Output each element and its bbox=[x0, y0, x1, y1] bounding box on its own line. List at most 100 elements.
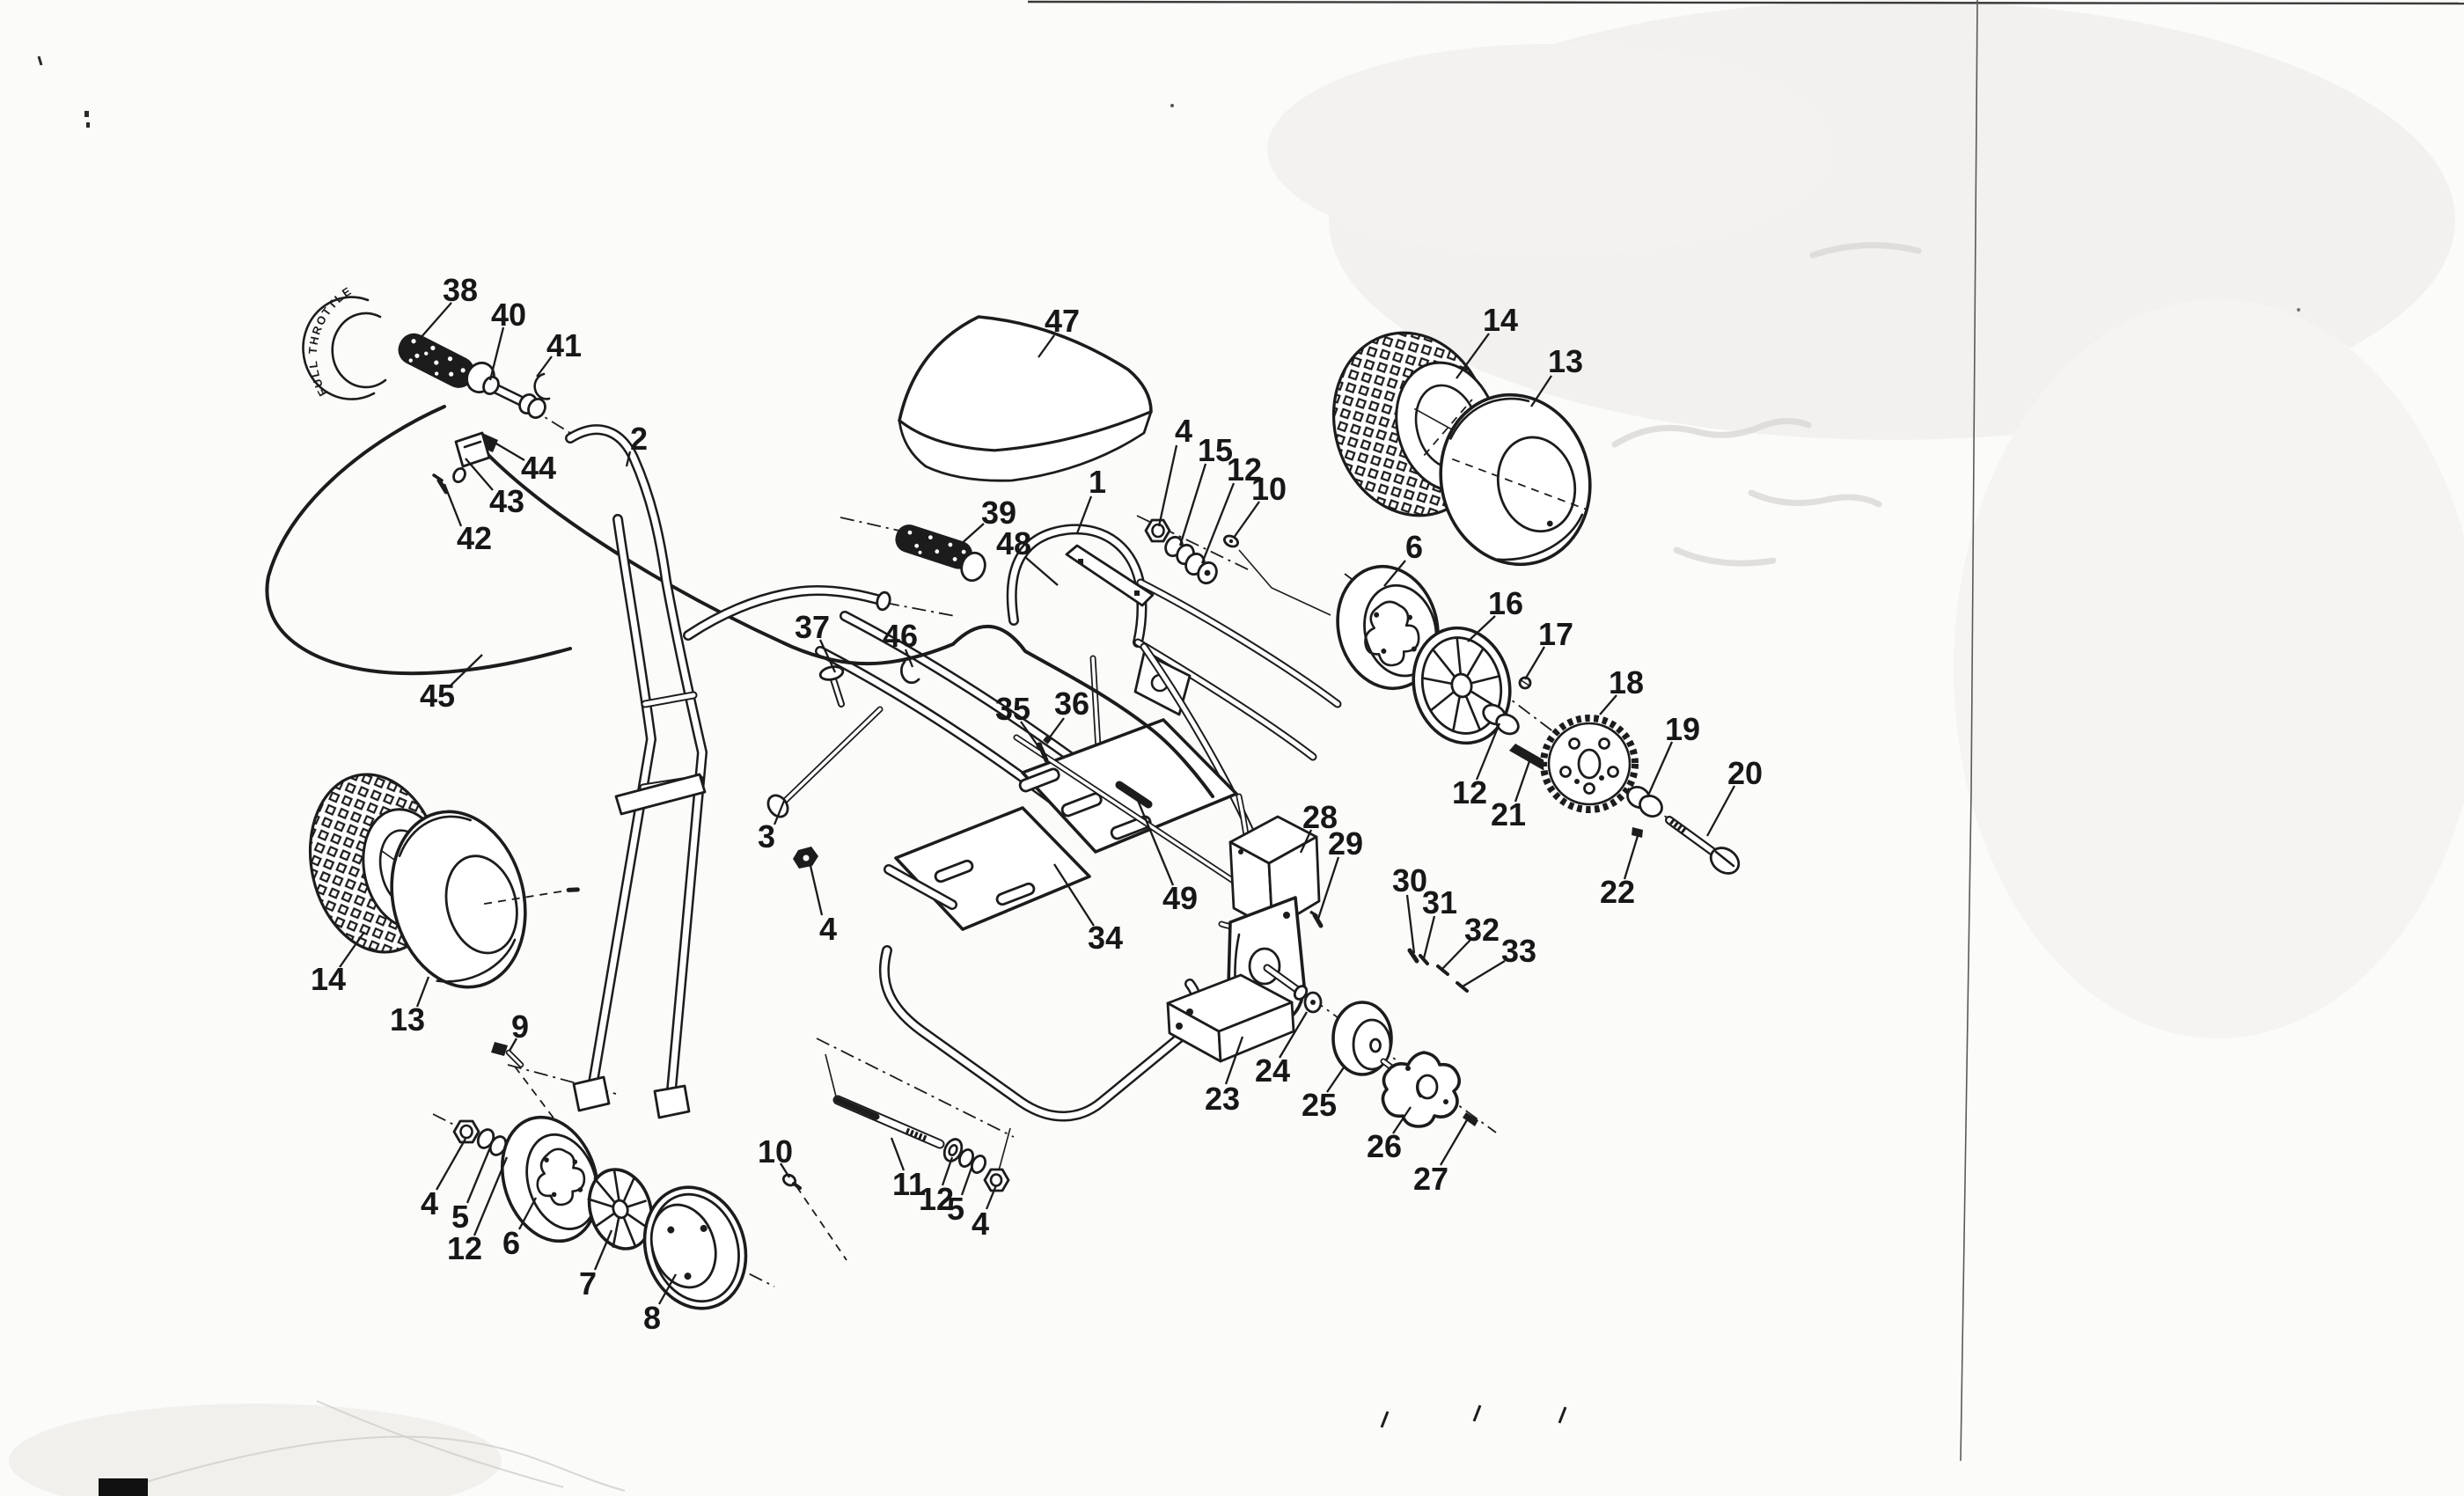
leader-line-22 bbox=[1623, 835, 1639, 880]
nut-4-front bbox=[452, 1119, 480, 1144]
leader-line-20 bbox=[1705, 785, 1736, 837]
part-label-14: 14 bbox=[311, 961, 346, 997]
part-label-4: 4 bbox=[1175, 413, 1192, 449]
leader-line-37 bbox=[818, 639, 837, 673]
scan-artifacts-background bbox=[9, 0, 2464, 1496]
leader-line-9 bbox=[509, 1038, 517, 1052]
leader-line-4 bbox=[436, 1138, 466, 1191]
part-label-10: 10 bbox=[1251, 471, 1287, 507]
part-label-2: 2 bbox=[630, 421, 648, 457]
fork-boot-left bbox=[572, 1075, 611, 1112]
part-label-4: 4 bbox=[972, 1206, 989, 1242]
leader-line-11 bbox=[890, 1137, 906, 1171]
leader-line-32 bbox=[1441, 939, 1471, 970]
leader-line-49 bbox=[1133, 791, 1175, 886]
part-label-30: 30 bbox=[1392, 862, 1427, 898]
leader-line-2 bbox=[625, 451, 632, 467]
rim-half-8 bbox=[642, 1185, 748, 1310]
leader-line-12 bbox=[1200, 482, 1236, 564]
part-label-5: 5 bbox=[451, 1199, 469, 1235]
pin-33 bbox=[1456, 981, 1469, 993]
part-label-18: 18 bbox=[1609, 664, 1644, 700]
part-number-callouts: 3840412444342454739481415121014136161718… bbox=[311, 272, 1763, 1336]
part-label-12: 12 bbox=[1452, 774, 1487, 810]
bolt-9 bbox=[491, 1042, 524, 1068]
part-label-29: 29 bbox=[1328, 825, 1363, 862]
axle-extent-line-a bbox=[825, 1053, 837, 1097]
part-label-16: 16 bbox=[1488, 585, 1523, 621]
leader-line-1 bbox=[1075, 495, 1093, 534]
scan-artifacts-foreground bbox=[37, 0, 2464, 1496]
spacer-5-axle bbox=[958, 1148, 974, 1168]
leader-line-26 bbox=[1392, 1106, 1412, 1134]
part-label-49: 49 bbox=[1162, 880, 1198, 916]
part-label-11: 11 bbox=[892, 1166, 926, 1202]
leader-line-46 bbox=[904, 649, 914, 668]
sprocket-18 bbox=[1540, 715, 1639, 813]
leader-line-8 bbox=[657, 1273, 678, 1305]
rear-wheel-art bbox=[1331, 331, 1741, 875]
part-label-24: 24 bbox=[1255, 1052, 1290, 1089]
part-label-31: 31 bbox=[1422, 884, 1457, 920]
leader-line-28 bbox=[1299, 829, 1313, 854]
leader-line-16 bbox=[1467, 615, 1496, 642]
scan-top-edge-line bbox=[1027, 0, 2464, 5]
part-label-13: 13 bbox=[390, 1001, 425, 1038]
nut-4-axle bbox=[983, 1168, 1010, 1192]
valve-dash-line bbox=[796, 1185, 847, 1261]
leader-line-13 bbox=[1530, 375, 1552, 407]
tube-cap-part3 bbox=[766, 794, 789, 818]
leader-line-45 bbox=[450, 654, 483, 686]
clutch-26 bbox=[1380, 1051, 1462, 1128]
leader-line-18 bbox=[1599, 694, 1617, 715]
leader-line-14 bbox=[1456, 333, 1490, 379]
cable-art bbox=[265, 405, 1214, 798]
leader-line-6 bbox=[517, 1197, 538, 1230]
leader-line-39 bbox=[958, 523, 985, 546]
part-label-45: 45 bbox=[420, 678, 455, 714]
part-label-33: 33 bbox=[1501, 933, 1536, 969]
part-label-48: 48 bbox=[996, 525, 1031, 561]
part-label-19: 19 bbox=[1665, 711, 1700, 747]
leader-line-43 bbox=[465, 458, 494, 491]
leader-line-15 bbox=[1178, 463, 1207, 546]
part-label-15: 15 bbox=[1198, 432, 1233, 468]
grip39-axis-line-a bbox=[840, 517, 900, 532]
frame-art bbox=[815, 524, 1342, 1122]
part-label-27: 27 bbox=[1413, 1161, 1448, 1197]
part-label-6: 6 bbox=[1405, 529, 1423, 565]
part-label-28: 28 bbox=[1302, 799, 1338, 835]
leader-line-13 bbox=[415, 976, 430, 1008]
front-axle-art bbox=[832, 1095, 1010, 1192]
part-label-12: 12 bbox=[447, 1230, 482, 1266]
leader-line-38 bbox=[419, 302, 452, 340]
part-label-13: 13 bbox=[1548, 343, 1583, 379]
leader-line-34 bbox=[1053, 863, 1095, 927]
part-label-7: 7 bbox=[579, 1265, 597, 1302]
part-label-14: 14 bbox=[1483, 302, 1518, 338]
part-label-36: 36 bbox=[1054, 686, 1089, 722]
leader-line-31 bbox=[1422, 915, 1436, 959]
leader-line-4 bbox=[809, 865, 824, 916]
leader-line-4 bbox=[1157, 444, 1178, 527]
leader-line-5 bbox=[960, 1167, 973, 1196]
part-label-37: 37 bbox=[795, 609, 830, 645]
fastener-30 bbox=[1407, 948, 1419, 964]
leader-line-35 bbox=[1020, 721, 1043, 752]
leader-line-12 bbox=[1475, 722, 1501, 781]
leader-line-14 bbox=[339, 931, 365, 968]
part-label-10: 10 bbox=[758, 1133, 793, 1170]
front-hub-art bbox=[452, 1115, 802, 1310]
axle-bolt-20 bbox=[1665, 816, 1741, 875]
fastener-31 bbox=[1419, 954, 1429, 965]
part-label-12: 12 bbox=[919, 1181, 954, 1217]
pointer-elbow-line bbox=[1238, 549, 1331, 616]
part-label-23: 23 bbox=[1205, 1081, 1240, 1117]
part-label-34: 34 bbox=[1088, 920, 1123, 956]
scan-black-bar bbox=[99, 1478, 148, 1496]
seat-art bbox=[898, 315, 1153, 482]
part-label-8: 8 bbox=[643, 1300, 661, 1336]
part-label-38: 38 bbox=[443, 272, 478, 308]
grip-flange-inner bbox=[331, 312, 387, 389]
